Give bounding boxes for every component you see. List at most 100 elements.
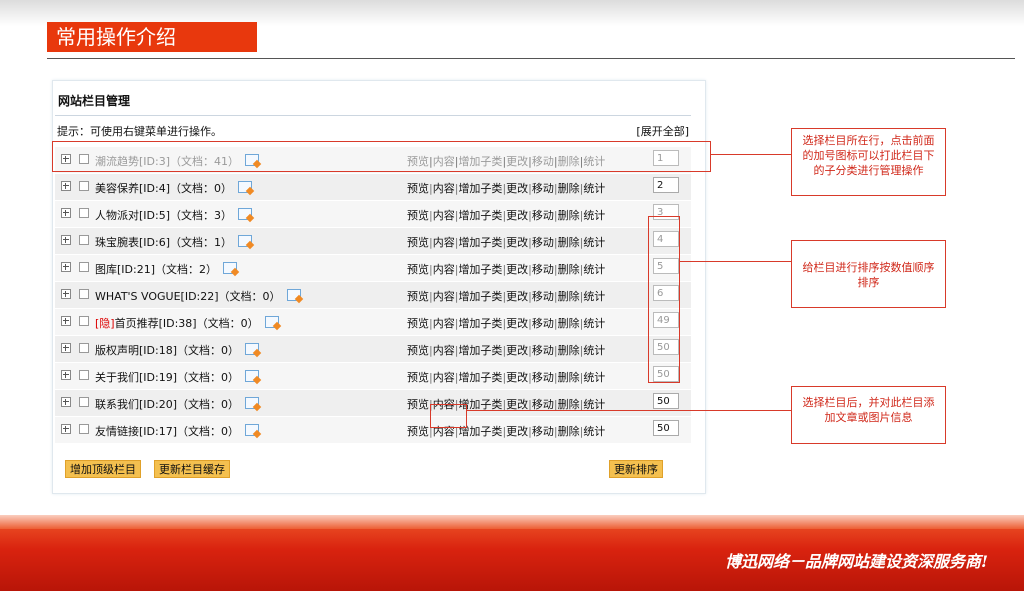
action-stats-link[interactable]: 统计 [583,425,606,438]
sort-order-input[interactable] [653,177,679,193]
action-add-subcategory-link[interactable]: 增加子类 [458,209,503,222]
action-add-subcategory-link[interactable]: 增加子类 [458,317,503,330]
update-sort-button[interactable]: 更新排序 [609,460,663,478]
action-add-subcategory-link[interactable]: 增加子类 [458,398,503,411]
action-preview-link[interactable]: 预览 [407,236,429,249]
action-edit-link[interactable]: 更改 [506,236,529,249]
action-delete-link[interactable]: 删除 [557,236,580,249]
expand-plus-icon[interactable] [61,370,71,380]
expand-plus-icon[interactable] [61,262,71,272]
action-edit-link[interactable]: 更改 [506,317,529,330]
action-move-link[interactable]: 移动 [531,344,554,357]
action-move-link[interactable]: 移动 [531,398,554,411]
expand-plus-icon[interactable] [61,154,71,164]
action-content-link[interactable]: 内容 [432,263,455,276]
action-delete-link[interactable]: 删除 [557,425,580,438]
row-checkbox[interactable] [79,208,89,218]
expand-plus-icon[interactable] [61,424,71,434]
category-row[interactable]: 联系我们[ID:20]（文档：0）预览|内容|增加子类|更改|移动|删除|统计 [55,390,691,417]
action-move-link[interactable]: 移动 [531,209,554,222]
category-row[interactable]: 人物派对[ID:5]（文档：3）预览|内容|增加子类|更改|移动|删除|统计 [55,201,691,228]
action-delete-link[interactable]: 删除 [557,317,580,330]
action-add-subcategory-link[interactable]: 增加子类 [458,155,503,168]
action-stats-link[interactable]: 统计 [583,371,606,384]
sort-order-input[interactable] [653,339,679,355]
action-content-link[interactable]: 内容 [432,182,455,195]
category-row[interactable]: 潮流趋势[ID:3]（文档：41）预览|内容|增加子类|更改|移动|删除|统计 [55,147,691,174]
row-checkbox[interactable] [79,397,89,407]
expand-plus-icon[interactable] [61,343,71,353]
action-stats-link[interactable]: 统计 [583,155,606,168]
action-edit-link[interactable]: 更改 [506,398,529,411]
row-checkbox[interactable] [79,424,89,434]
expand-plus-icon[interactable] [61,289,71,299]
action-preview-link[interactable]: 预览 [407,209,429,222]
action-preview-link[interactable]: 预览 [407,155,429,168]
action-add-subcategory-link[interactable]: 增加子类 [458,236,503,249]
action-edit-link[interactable]: 更改 [506,263,529,276]
action-stats-link[interactable]: 统计 [583,209,606,222]
action-delete-link[interactable]: 删除 [557,209,580,222]
edit-note-icon[interactable] [238,181,252,193]
action-stats-link[interactable]: 统计 [583,344,606,357]
edit-note-icon[interactable] [245,343,259,355]
action-move-link[interactable]: 移动 [531,236,554,249]
action-stats-link[interactable]: 统计 [583,182,606,195]
row-checkbox[interactable] [79,289,89,299]
action-move-link[interactable]: 移动 [531,182,554,195]
edit-note-icon[interactable] [245,154,259,166]
edit-note-icon[interactable] [245,370,259,382]
edit-note-icon[interactable] [245,424,259,436]
category-row[interactable]: 美容保养[ID:4]（文档：0）预览|内容|增加子类|更改|移动|删除|统计 [55,174,691,201]
expand-plus-icon[interactable] [61,181,71,191]
action-content-link[interactable]: 内容 [432,344,455,357]
action-add-subcategory-link[interactable]: 增加子类 [458,425,503,438]
edit-note-icon[interactable] [245,397,259,409]
category-row[interactable]: WHAT'S VOGUE[ID:22]（文档：0）预览|内容|增加子类|更改|移… [55,282,691,309]
sort-order-input[interactable] [653,231,679,247]
action-content-link[interactable]: 内容 [432,371,455,384]
action-add-subcategory-link[interactable]: 增加子类 [458,182,503,195]
action-preview-link[interactable]: 预览 [407,182,429,195]
action-stats-link[interactable]: 统计 [583,398,606,411]
action-add-subcategory-link[interactable]: 增加子类 [458,371,503,384]
action-move-link[interactable]: 移动 [531,155,554,168]
action-add-subcategory-link[interactable]: 增加子类 [458,344,503,357]
action-content-link[interactable]: 内容 [432,236,455,249]
add-top-category-button[interactable]: 增加顶级栏目 [65,460,141,478]
category-row[interactable]: 版权声明[ID:18]（文档：0）预览|内容|增加子类|更改|移动|删除|统计 [55,336,691,363]
expand-all-link[interactable]: [展开全部] [636,125,689,138]
action-preview-link[interactable]: 预览 [407,290,429,303]
sort-order-input[interactable] [653,366,679,382]
action-delete-link[interactable]: 删除 [557,263,580,276]
action-delete-link[interactable]: 删除 [557,155,580,168]
expand-plus-icon[interactable] [61,208,71,218]
action-delete-link[interactable]: 删除 [557,182,580,195]
action-content-link[interactable]: 内容 [432,155,455,168]
action-preview-link[interactable]: 预览 [407,263,429,276]
action-delete-link[interactable]: 删除 [557,344,580,357]
action-edit-link[interactable]: 更改 [506,155,529,168]
action-edit-link[interactable]: 更改 [506,425,529,438]
action-edit-link[interactable]: 更改 [506,371,529,384]
action-stats-link[interactable]: 统计 [583,290,606,303]
action-preview-link[interactable]: 预览 [407,425,429,438]
row-checkbox[interactable] [79,343,89,353]
action-delete-link[interactable]: 删除 [557,371,580,384]
row-checkbox[interactable] [79,316,89,326]
row-checkbox[interactable] [79,370,89,380]
edit-note-icon[interactable] [286,289,301,301]
edit-note-icon[interactable] [264,316,279,328]
sort-order-input[interactable] [653,393,679,409]
action-preview-link[interactable]: 预览 [407,344,429,357]
action-content-link[interactable]: 内容 [432,290,455,303]
action-stats-link[interactable]: 统计 [583,236,606,249]
row-checkbox[interactable] [79,235,89,245]
action-delete-link[interactable]: 删除 [557,398,580,411]
row-checkbox[interactable] [79,154,89,164]
category-row[interactable]: 关于我们[ID:19]（文档：0）预览|内容|增加子类|更改|移动|删除|统计 [55,363,691,390]
category-row[interactable]: 友情链接[ID:17]（文档：0）预览|内容|增加子类|更改|移动|删除|统计 [55,417,691,444]
sort-order-input[interactable] [653,285,679,301]
expand-plus-icon[interactable] [61,235,71,245]
action-move-link[interactable]: 移动 [531,425,554,438]
